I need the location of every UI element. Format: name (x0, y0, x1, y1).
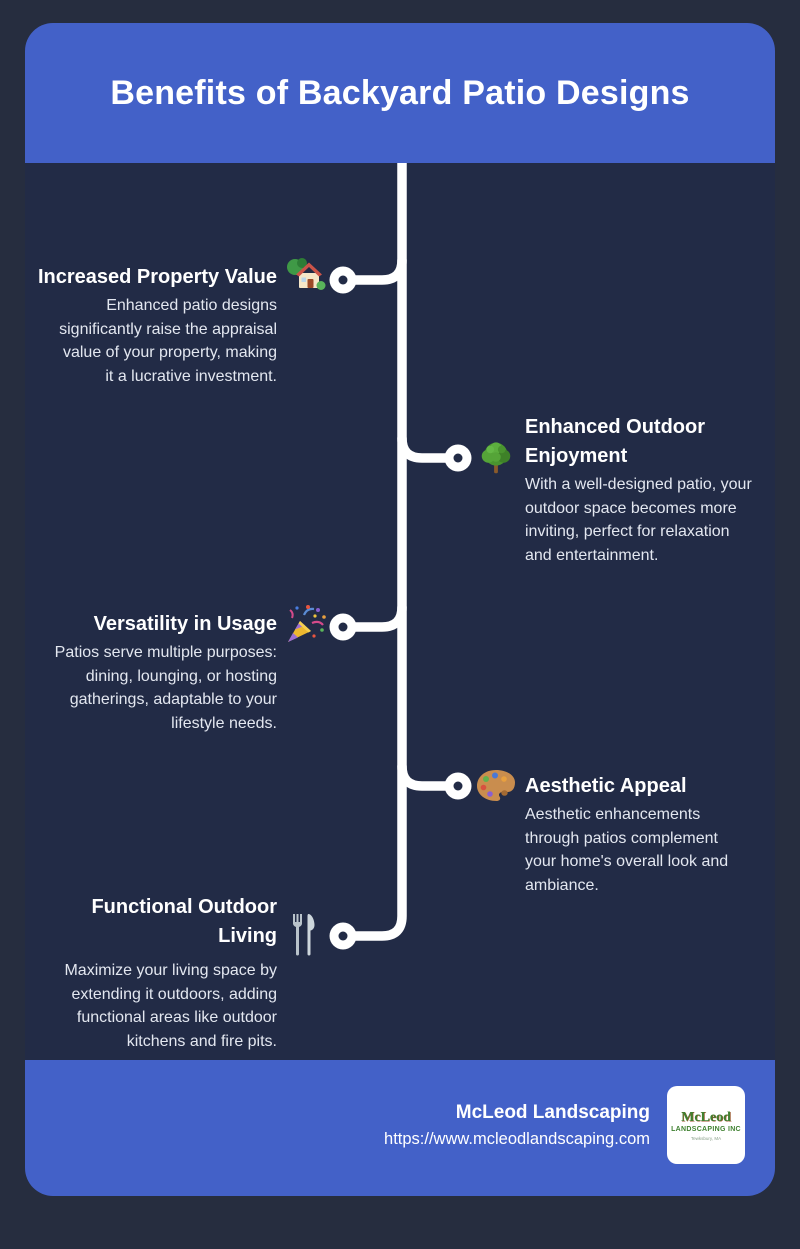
page-title: Benefits of Backyard Patio Designs (110, 73, 690, 112)
item-title: Versatility in Usage (93, 613, 277, 635)
footer-text-block: McLeod Landscaping https://www.mcleodlan… (384, 1102, 650, 1149)
item-title: Increased Property Value (37, 266, 277, 288)
logo-tagline: Tewksbury, MA (690, 1135, 722, 1141)
tree-icon (477, 439, 515, 477)
item-description: Aesthetic enhancements through patios co… (525, 806, 729, 894)
timeline-item-enhanced-outdoor-enjoyment: Enhanced Outdoor Enjoyment With a well-d… (525, 413, 783, 567)
header-banner: Benefits of Backyard Patio Designs (25, 23, 775, 163)
logo-subtitle: LANDSCAPING INC (671, 1125, 741, 1133)
timeline-body: Increased Property Value Enhanced patio … (25, 163, 775, 1060)
timeline-nodes (329, 266, 472, 950)
timeline-item-versatility-in-usage: Versatility in Usage Patios serve multip… (0, 610, 277, 735)
timeline-branch-1 (342, 255, 407, 285)
item-title: Enhanced Outdoor Enjoyment (525, 416, 705, 467)
timeline-branch-4 (397, 761, 459, 791)
timeline-branch-2 (397, 433, 459, 463)
company-name: McLeod Landscaping (455, 1102, 650, 1123)
timeline-item-functional-outdoor-living: Functional Outdoor Living Maximize your … (0, 893, 277, 1053)
footer-banner: McLeod Landscaping https://www.mcleodlan… (25, 1060, 775, 1196)
item-description: Patios serve multiple purposes: dining, … (54, 644, 277, 732)
house-with-garden-icon (286, 256, 326, 296)
logo-wordmark: McLeod (681, 1109, 731, 1125)
item-title: Aesthetic Appeal (525, 775, 687, 797)
artist-palette-icon (474, 766, 518, 806)
item-description: Maximize your living space by extending … (64, 962, 277, 1050)
party-popper-icon (284, 602, 328, 646)
timeline-item-increased-property-value: Increased Property Value Enhanced patio … (0, 263, 277, 388)
infographic-container: Benefits of Backyard Patio Designs Incre… (25, 23, 775, 1196)
timeline-branch-3 (342, 602, 407, 632)
company-logo: McLeod LANDSCAPING INC Tewksbury, MA (667, 1086, 745, 1164)
item-title: Functional Outdoor Living (91, 896, 277, 947)
item-description: With a well-designed patio, your outdoor… (525, 476, 752, 564)
company-url: https://www.mcleodlandscaping.com (384, 1130, 650, 1148)
timeline-item-aesthetic-appeal: Aesthetic Appeal Aesthetic enhancements … (525, 772, 783, 897)
item-description: Enhanced patio designs significantly rai… (59, 297, 277, 385)
fork-and-knife-icon (290, 912, 316, 958)
timeline-connector-graphic (329, 163, 472, 950)
timeline-main-line (342, 163, 407, 941)
